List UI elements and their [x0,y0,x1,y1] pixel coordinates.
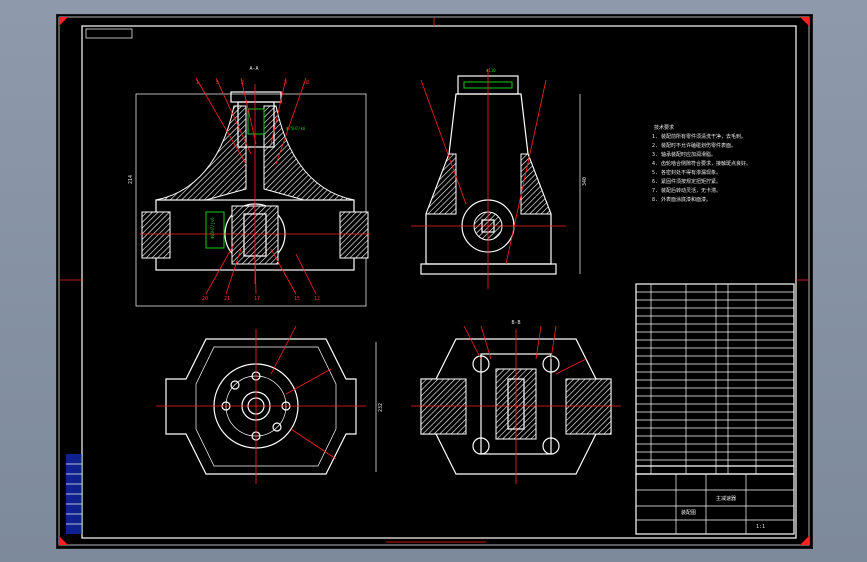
tech-req-line: 1. 装配前所有零件须清洗干净，去毛刺。 [652,133,746,140]
section-label-aa: A-A [249,66,258,72]
revision-strip [66,454,82,534]
dim-height-center: 340 [582,177,588,186]
corner-mark-bl [59,536,68,545]
corner-label-box [85,28,133,39]
svg-text:5: 5 [216,80,219,86]
svg-text:2: 2 [241,80,244,86]
svg-text:21: 21 [224,296,230,302]
corner-mark-tr [800,17,809,26]
svg-text:15: 15 [294,296,300,302]
svg-text:3: 3 [284,80,287,86]
title-block-drawing-title: 装配图 [681,509,696,516]
svg-text:1: 1 [196,80,199,86]
fit-annotation-top: Φ110 [486,68,496,73]
tech-req-line: 7. 装配后转动灵活，无卡滞。 [652,187,721,194]
tech-req-line: 8. 外表面涂底漆和面漆。 [652,196,711,203]
tech-req-line: 6. 紧固件须按规定扭矩拧紧。 [652,178,721,185]
fit-annotation-left: Φ65H7/js6 [210,217,215,239]
inner-frame [81,25,797,539]
dim-height-bottom: 232 [378,403,384,412]
top-plan-view: 232 [156,325,384,484]
side-view: Φ110 340 [411,68,588,289]
tech-req-title: 技术要求 [654,124,674,131]
svg-text:8: 8 [306,80,309,86]
corner-mark-br [800,536,809,545]
corner-mark-tl [59,17,68,26]
tech-req-line: 5. 各密封处不得有渗漏现象。 [652,169,721,176]
tech-req-line: 2. 装配时不允许磕碰划伤零件表面。 [652,142,736,149]
technical-requirements: 技术要求 1. 装配前所有零件须清洗干净，去毛刺。 2. 装配时不允许磕碰划伤零… [652,124,751,203]
section-label-bb: B-B [511,320,520,326]
tech-req-line: 3. 轴承装配时应加润滑脂。 [652,151,716,158]
svg-text:20: 20 [202,296,208,302]
dim-height-left: 214 [128,175,134,184]
section-view-bb: B-B [411,320,621,484]
svg-text:12: 12 [314,296,320,302]
title-block-name: 主减速器 [716,495,736,502]
title-block-scale: 1:1 [756,524,765,530]
title-block: 主减速器 装配图 1:1 [635,473,795,535]
tech-req-line: 4. 齿轮啮合侧隙符合要求，接触斑点良好。 [652,160,751,167]
svg-text:17: 17 [254,296,260,302]
parts-list [635,283,795,475]
fit-annotation-upper: Φ75H7/k6 [286,126,306,131]
